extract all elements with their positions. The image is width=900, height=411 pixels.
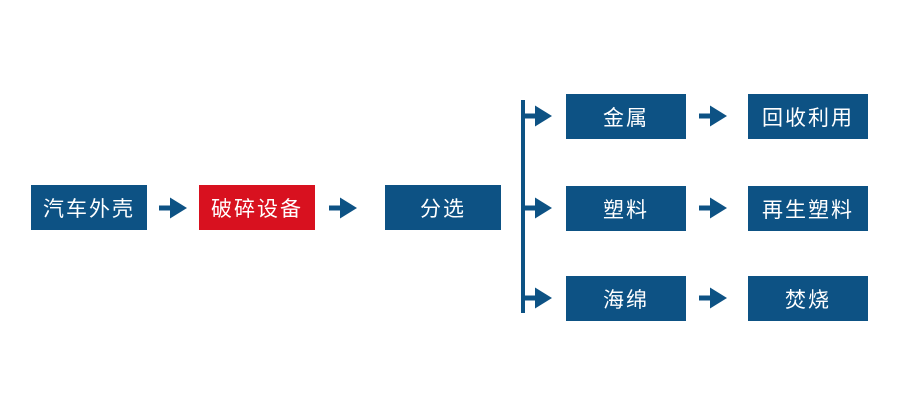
flow-node-recycling: 回收利用 bbox=[748, 94, 868, 139]
arrow-right-icon bbox=[698, 196, 728, 220]
flow-node-crushing-equipment: 破碎设备 bbox=[199, 185, 315, 230]
arrow-right-icon bbox=[698, 286, 728, 310]
flow-node-recycled-plastic: 再生塑料 bbox=[748, 186, 868, 231]
flow-node-car-shell: 汽车外壳 bbox=[31, 185, 147, 230]
arrow-right-icon bbox=[523, 196, 553, 220]
flow-node-sponge: 海绵 bbox=[566, 276, 686, 321]
arrow-right-icon bbox=[328, 196, 358, 220]
flow-node-sorting: 分选 bbox=[385, 185, 501, 230]
flow-node-plastic: 塑料 bbox=[566, 186, 686, 231]
arrow-right-icon bbox=[523, 286, 553, 310]
branch-connector-line bbox=[521, 100, 525, 313]
arrow-right-icon bbox=[698, 104, 728, 128]
flow-node-metal: 金属 bbox=[566, 94, 686, 139]
flow-node-incineration: 焚烧 bbox=[748, 276, 868, 321]
arrow-right-icon bbox=[523, 104, 553, 128]
arrow-right-icon bbox=[158, 196, 188, 220]
